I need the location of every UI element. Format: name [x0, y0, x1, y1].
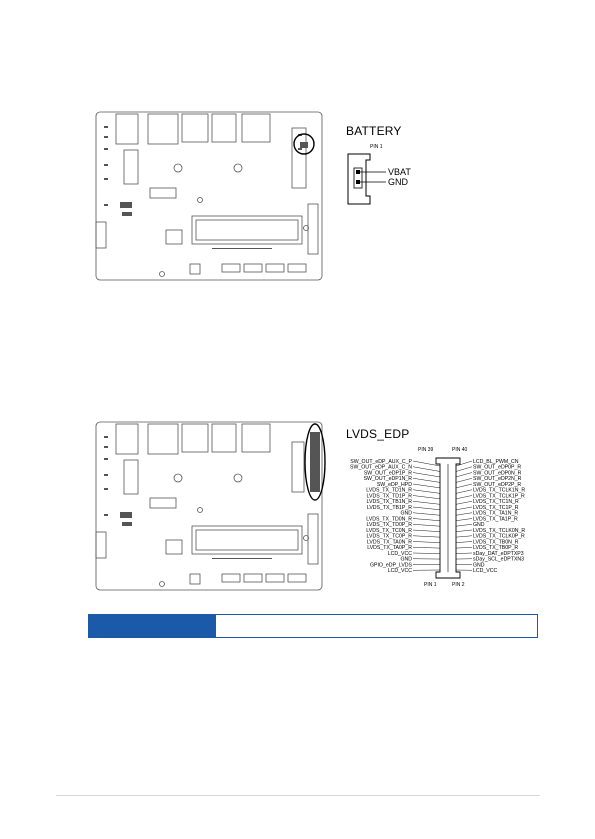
- lvds-left-lead-line: [412, 547, 441, 549]
- lvds-left-lead-line: [412, 495, 441, 500]
- lvds-highlight-ellipse: [304, 423, 326, 501]
- lvds-pin40-label: PIN 40: [452, 447, 468, 453]
- note-box: [88, 614, 538, 638]
- lvds-left-pin-label: LCD_VCC: [388, 568, 412, 574]
- lvds-right-pin-label: LVDS_TX_TA1N_R: [473, 511, 518, 517]
- lvds-right-pin-label: sDay_DAT_eDPTXP3: [473, 551, 524, 557]
- board-diagram-battery: [95, 111, 323, 281]
- lvds-right-lead-line: [455, 460, 473, 467]
- lvds-left-lead-line: [412, 524, 441, 527]
- lvds-right-pin-label: SW_OUT_eDP0P_R: [473, 465, 521, 471]
- lvds-right-lead-line: [455, 524, 473, 527]
- lvds-right-pin-label: LVDS_TX_TCLK1N_R: [473, 488, 525, 494]
- lvds-pin1-label: PIN 1: [424, 582, 437, 588]
- lvds-right-pin-label: LVDS_TX_TB0N_R: [473, 539, 519, 545]
- lvds-right-pin-label: SW_OUT_eDP2P_R: [473, 482, 521, 488]
- lvds-pin2-label: PIN 2: [452, 582, 465, 588]
- lvds-left-pin-label: SW_OUT_eDP1N_R: [364, 476, 413, 482]
- lvds-left-lead-line: [412, 460, 441, 467]
- lvds-connector: [310, 432, 320, 492]
- lvds-right-pin-label: LVDS_TX_TC1N_R: [473, 499, 519, 505]
- lvds-left-lead-line: [412, 552, 441, 554]
- lvds-left-lead-line: [412, 489, 441, 494]
- battery-pin-gnd: GND: [388, 177, 409, 187]
- lvds-right-lead-line: [455, 506, 473, 511]
- lvds-left-pin-label: LVDS_TX_TC0P_R: [367, 534, 413, 540]
- lvds-right-pin-label: SW_OUT_eDP0N_R: [473, 470, 522, 476]
- lvds-right-pin-label: GND: [473, 562, 485, 568]
- lvds-right-lead-line: [455, 541, 473, 543]
- battery-highlight-circle: [293, 133, 315, 155]
- lvds-right-lead-line: [455, 512, 473, 516]
- lvds-right-lead-line: [455, 552, 473, 554]
- lvds-left-pin-label: GND: [400, 511, 412, 517]
- lvds-left-lead-line: [412, 478, 441, 483]
- lvds-left-lead-line: [412, 541, 441, 543]
- lvds-title: LVDS_EDP: [346, 427, 410, 441]
- lvds-left-pin-label: LVDS_TX_TA0N_R: [367, 539, 412, 545]
- lvds-right-pin-label: LVDS_TX_TC1P_R: [473, 505, 519, 511]
- lvds-left-pin-label: LVDS_TX_TA0P_R: [367, 545, 412, 551]
- lvds-right-pin-label: LVDS_TX_TCLK0P_R: [473, 534, 525, 540]
- lvds-left-pin-label: LCD_VCC: [388, 551, 412, 557]
- lvds-right-pin-label: LCD_BL_PWM_CN: [473, 459, 519, 465]
- lvds-left-pin-label: LVDS_TX_TD0N_R: [366, 516, 412, 522]
- footer-rule: [56, 795, 540, 796]
- lvds-right-lead-line: [455, 547, 473, 549]
- lvds-right-pin-label: LCD_VCC: [473, 568, 497, 574]
- lvds-right-pin-label: LVDS_TX_TCLK0N_R: [473, 528, 525, 534]
- lvds-right-lead-line: [455, 501, 473, 505]
- lvds-left-lead-line: [412, 535, 441, 538]
- lvds-left-pin-label: LVDS_TX_TB1N_R: [367, 499, 413, 505]
- lvds-right-pin-label: SW_OUT_eDP2N_R: [473, 476, 522, 482]
- lvds-right-lead-line: [455, 529, 473, 532]
- lvds-left-pin-label: LVDS_TX_TD1N_R: [366, 488, 412, 494]
- battery-pin-vbat: VBAT: [388, 167, 411, 177]
- lvds-pinout-diagram: PIN 39 PIN 40 SW_OUT_eDP_AUX_C_PSW_OUT_e…: [350, 447, 525, 588]
- lvds-left-lead-line: [412, 512, 441, 516]
- lvds-left-pin-label: SW_OUT_eDP1P_R: [364, 470, 412, 476]
- lvds-right-pin-label: LVDS_TX_TA1P_R: [473, 516, 518, 522]
- lvds-right-pin-label: GND: [473, 522, 485, 528]
- lvds-pin39-label: PIN 39: [418, 447, 434, 453]
- lvds-right-lead-line: [455, 535, 473, 538]
- lvds-right-pin-label: LVDS_TX_TB0P_R: [473, 545, 518, 551]
- lvds-left-lead-line: [412, 483, 441, 489]
- battery-connector-diagram: PIN 1 VBAT GND: [347, 144, 411, 205]
- lvds-left-pin-label: SW_eDP_HPD: [377, 482, 412, 488]
- lvds-left-pin-label: LVDS_TX_TD0P_R: [367, 522, 413, 528]
- lvds-left-lead-line: [412, 518, 441, 521]
- lvds-left-lead-line: [412, 466, 441, 472]
- lvds-right-lead-line: [455, 495, 473, 500]
- lvds-right-lead-line: [455, 518, 473, 521]
- lvds-left-pin-label: SW_OUT_eDP_AUX_C_N: [350, 465, 412, 471]
- lvds-right-pin-label: LVDS_TX_TCLK1P_R: [473, 493, 525, 499]
- lvds-left-lead-line: [412, 472, 441, 478]
- lvds-left-pin-label: GPIO_eDP_LVDS: [370, 562, 413, 568]
- lvds-left-lead-line: [412, 501, 441, 505]
- battery-pin1-label: PIN 1: [370, 144, 383, 150]
- lvds-left-pin-label: LVDS_TX_TB1P_R: [367, 505, 412, 511]
- lvds-left-pin-label: LVDS_TX_TD1P_R: [367, 493, 413, 499]
- lvds-left-pin-label: LVDS_TX_TC0N_R: [366, 528, 412, 534]
- lvds-right-pin-label: sDay_SCL_eDPTXN3: [473, 557, 524, 563]
- note-tag: [89, 615, 216, 637]
- lvds-right-lead-line: [455, 483, 473, 489]
- lvds-right-lead-line: [455, 466, 473, 472]
- lvds-right-lead-line: [455, 489, 473, 494]
- lvds-left-lead-line: [412, 506, 441, 511]
- lvds-right-lead-line: [455, 478, 473, 483]
- board-diagram-lvds: [95, 421, 326, 591]
- lvds-left-pin-label: SW_OUT_eDP_AUX_C_P: [350, 459, 412, 465]
- lvds-right-lead-line: [455, 472, 473, 478]
- lvds-left-lead-line: [412, 529, 441, 532]
- battery-title: BATTERY: [346, 124, 402, 138]
- lvds-left-pin-label: GND: [400, 557, 412, 563]
